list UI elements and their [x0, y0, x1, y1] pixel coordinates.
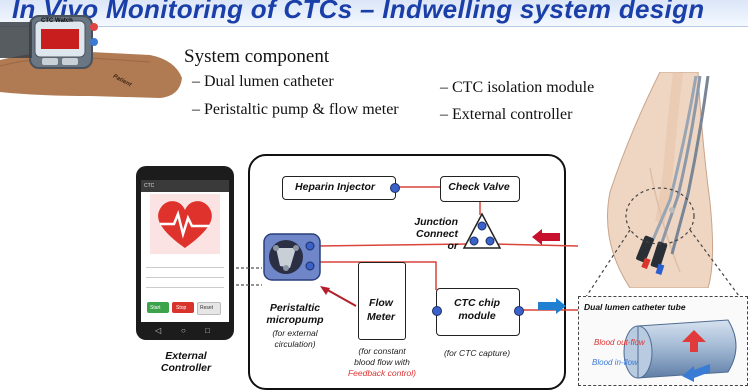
pump-label-line2: micropump: [266, 314, 324, 326]
heparin-injector-label: Heparin Injector: [295, 181, 375, 193]
bullet-pump-flow: – Peristaltic pump & flow meter: [192, 101, 399, 118]
external-controller-label: External Controller: [146, 350, 226, 374]
home-icon[interactable]: ○: [181, 326, 186, 335]
catheter-tube-label: Dual lumen catheter tube: [584, 302, 686, 312]
ctc-chip-line1: CTC chip: [453, 297, 501, 309]
ctc-chip-note: (for CTC capture): [443, 348, 511, 358]
outflow-blue-arrow: [538, 298, 566, 314]
back-icon[interactable]: ◁: [155, 326, 162, 335]
junction-connector: [462, 212, 502, 249]
pump-label-line1: Peristaltic: [269, 302, 321, 314]
junction-label: Junction Connect or: [408, 216, 458, 252]
flow-note-line1: (for constant: [358, 346, 406, 356]
flow-note-line2: blood flow with: [354, 357, 410, 367]
out-flow-arrow: [682, 330, 706, 352]
bullet-dual-lumen-text: Dual lumen catheter: [204, 73, 334, 90]
catheter-hub-1: [636, 235, 654, 263]
check-valve-box: [440, 176, 520, 202]
blood-out-flow-label: Blood out-flow: [594, 338, 645, 347]
phone-nav-bar: ◁ ○ □: [141, 324, 229, 336]
blood-in-flow-label: Blood in-flow: [592, 358, 638, 367]
bullet-external-controller-text: External controller: [452, 106, 573, 123]
slide-title: In Vivo Monitoring of CTCs – Indwelling …: [12, 0, 705, 24]
pump-note: (for external circulation): [260, 328, 330, 350]
tube-body: [637, 319, 737, 379]
check-valve-label: Check Valve: [448, 181, 510, 193]
heparin-port: [390, 183, 400, 193]
bullet-external-controller: – External controller: [440, 106, 573, 123]
ctc-chip-line2: module: [458, 310, 496, 322]
flow-note-feedback: Feedback control): [347, 368, 417, 378]
pump-pointer-arrow: [320, 286, 357, 307]
title-bar: [0, 0, 748, 27]
reset-button-label: Reset: [200, 305, 214, 311]
ctc-chip-port-left: [432, 306, 442, 316]
zoom-circle: [625, 187, 695, 245]
start-button[interactable]: [147, 302, 169, 313]
reset-button[interactable]: [197, 302, 221, 315]
junction-label-line3: or: [447, 240, 459, 252]
stop-button[interactable]: [172, 302, 194, 313]
recent-apps-icon[interactable]: □: [205, 326, 210, 335]
ctc-chip-port-right: [514, 306, 524, 316]
flow-meter-line2: Meter: [366, 311, 395, 323]
inflow-red-arrow: [532, 229, 560, 245]
controller-label-line1: External: [165, 350, 207, 362]
watch-red-button: [90, 23, 98, 31]
heart-icon: [158, 201, 212, 248]
heparin-injector-box: [282, 176, 396, 200]
phone-app-name: CTC: [144, 183, 155, 189]
bullet-pump-flow-text: Peristaltic pump & flow meter: [204, 101, 399, 118]
ctc-watch-illustration: [0, 15, 182, 98]
bullet-dual-lumen: – Dual lumen catheter: [192, 73, 334, 90]
flow-meter-note: (for constant blood flow with Feedback c…: [342, 346, 422, 379]
in-flow-arrow: [682, 364, 710, 382]
stop-button-label: Stop: [176, 305, 187, 311]
phone-status-rows: [146, 262, 224, 292]
peristaltic-pump-graphic: [263, 233, 321, 281]
bullet-ctc-isolation-text: CTC isolation module: [452, 79, 595, 96]
system-heading: System component: [184, 46, 330, 67]
start-button-label: Start: [150, 305, 161, 311]
pump-note-line1: (for external: [272, 328, 318, 338]
watch-blue-button: [90, 38, 98, 46]
junction-label-line1: Junction: [414, 216, 458, 228]
flow-meter-line1: Flow: [369, 297, 393, 309]
ctc-chip-label: CTC chip module: [436, 297, 518, 323]
flow-meter-label: Flow Meter: [358, 296, 404, 324]
catheter-lines: [636, 76, 710, 275]
watch-label: CTC Watch: [41, 18, 73, 24]
bullet-ctc-isolation: – CTC isolation module: [440, 79, 595, 96]
junction-label-line2: Connect: [416, 228, 458, 240]
phone-app-bar: [141, 180, 229, 192]
flow-meter-box: [358, 262, 406, 340]
pump-label: Peristaltic micropump: [260, 302, 330, 326]
watch-display: [41, 29, 79, 49]
controller-label-line2: Controller: [160, 362, 212, 374]
pump-note-line2: circulation): [274, 339, 316, 349]
catheter-tube-graphic: [623, 319, 737, 382]
catheter-hub-2: [650, 241, 668, 269]
